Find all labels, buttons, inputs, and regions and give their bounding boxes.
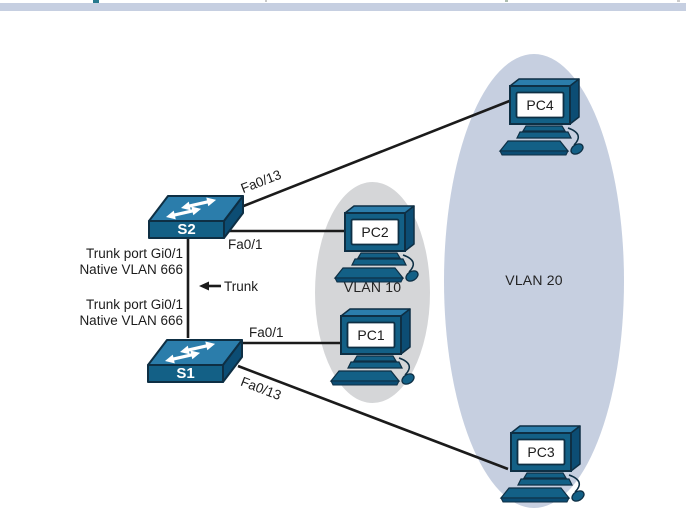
- trunk-pointer-arrow-icon: [199, 281, 221, 291]
- s1-trunk-note-line2: Native VLAN 666: [79, 313, 183, 328]
- s2-trunk-note: Trunk port Gi0/1 Native VLAN 666: [79, 246, 183, 278]
- s2-trunk-note-line2: Native VLAN 666: [79, 262, 183, 277]
- switch-arrows-icon: [166, 197, 217, 220]
- cropped-text-fragment: [677, 0, 680, 2]
- pc4-label: PC4: [526, 97, 554, 113]
- pc-icon: [333, 205, 419, 283]
- cropped-text-fragment: [505, 0, 508, 2]
- link-s1-pc3: [237, 364, 509, 471]
- pc1-label: PC1: [357, 327, 385, 343]
- switch-s1-label: S1: [176, 365, 195, 382]
- link-s2-pc4: [240, 98, 513, 209]
- pc1: PC1: [326, 308, 421, 392]
- s1-trunk-note: Trunk port Gi0/1 Native VLAN 666: [79, 297, 183, 329]
- vlan10-label: VLAN 10: [343, 279, 402, 295]
- port-label-s2-fa0-1: Fa0/1: [228, 237, 263, 252]
- pc-icon: [329, 308, 415, 386]
- switch-icon: [148, 195, 244, 239]
- pc3: PC3: [496, 425, 591, 509]
- switch-s2-label: S2: [177, 221, 196, 238]
- cropped-text-fragment: [265, 0, 267, 2]
- pc2: PC2: [330, 205, 425, 289]
- switch-s1: S1: [147, 337, 244, 384]
- trunk-label: Trunk: [224, 279, 259, 294]
- s1-trunk-note-line1: Trunk port Gi0/1: [85, 297, 183, 312]
- switch-icon: [147, 339, 243, 383]
- s2-trunk-note-line1: Trunk port Gi0/1: [85, 246, 183, 261]
- port-label-s1-fa0-1: Fa0/1: [249, 325, 284, 340]
- pc2-label: PC2: [361, 224, 389, 240]
- pc-icon: [499, 425, 585, 503]
- pc3-label: PC3: [527, 444, 555, 460]
- vlan20-label: VLAN 20: [505, 272, 563, 288]
- cropped-top-strip: [0, 0, 686, 12]
- cropped-text-fragment: [93, 0, 99, 3]
- top-divider-bar: [0, 3, 686, 11]
- pc-icon: [498, 78, 584, 156]
- pc4: PC4: [495, 78, 590, 162]
- switch-arrows-icon: [165, 341, 216, 364]
- switch-s2: S2: [148, 193, 245, 240]
